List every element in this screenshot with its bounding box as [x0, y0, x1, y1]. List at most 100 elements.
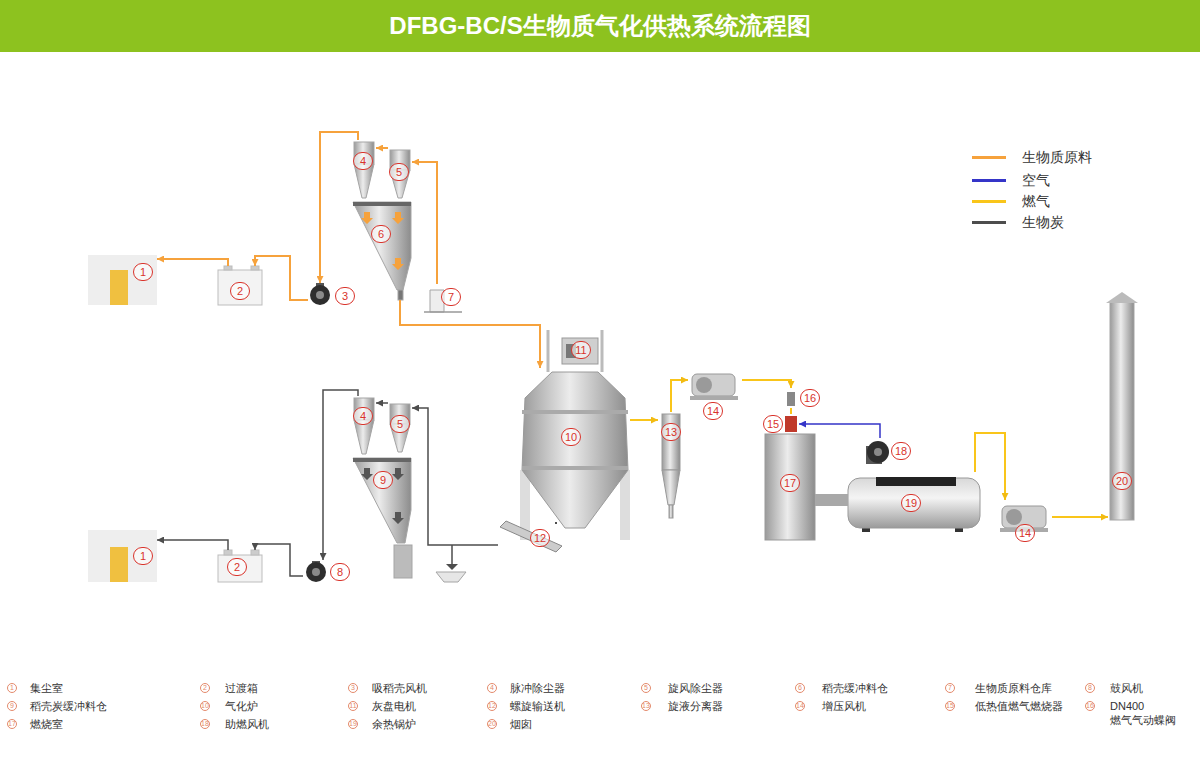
key-label: 螺旋输送机: [510, 699, 565, 713]
pipe-connector: [555, 522, 557, 524]
key-label: 助燃风机: [225, 717, 269, 731]
waste-heat-boiler: [848, 477, 980, 532]
suction-fan: [310, 283, 330, 305]
callout-number: 16: [800, 389, 820, 407]
legend-entry: 燃气: [972, 192, 1054, 210]
legend-line: [972, 200, 1006, 203]
callout-number: 18: [891, 442, 911, 460]
dust-room: 1: [88, 255, 157, 305]
key-label: 脉冲除尘器: [510, 681, 565, 695]
key-label: 稻壳炭缓冲料仓: [30, 699, 107, 713]
husk-buffer-bin: 6: [352, 200, 412, 300]
callout-number: 10: [561, 428, 581, 446]
legend-line: [972, 179, 1006, 182]
callout-number: 6: [371, 225, 391, 243]
gas-burner: [785, 416, 797, 432]
pipe-connector: [742, 380, 791, 388]
key-number: 12: [487, 701, 497, 711]
key-label: 余热锅炉: [372, 717, 416, 731]
callout-number: 14: [703, 402, 723, 420]
key-label: 集尘室: [30, 681, 63, 695]
key-number: 3: [348, 683, 358, 693]
char-buffer-bin: [353, 458, 411, 543]
callout-number: 12: [530, 529, 550, 547]
legend-label: 生物炭: [1022, 214, 1064, 230]
legend-label: 空气: [1022, 172, 1050, 188]
key-number: 15: [945, 701, 955, 711]
screw-conveyor: [500, 521, 562, 552]
combustion-chamber: [765, 434, 815, 540]
combustion-air-fan: 18: [864, 438, 912, 466]
combustion-chamber: [765, 434, 815, 540]
cyclone-separator: [662, 414, 680, 518]
callout-number: 11: [571, 341, 591, 359]
key-number: 1: [7, 683, 17, 693]
suction-fan: [310, 285, 330, 305]
gas-butterfly-valve: 16: [783, 388, 820, 408]
callout-number: 3: [335, 287, 355, 305]
callout-number: 15: [763, 415, 783, 433]
gas-valve: [787, 392, 795, 406]
key-number: 16: [1085, 701, 1095, 711]
gasifier: [522, 372, 628, 528]
flue-duct: [815, 494, 848, 506]
dust-room-upper: [88, 255, 157, 305]
blower-fan-lower: [312, 568, 320, 576]
husk-buffer-bin: [353, 202, 411, 206]
pipe-connector: [376, 147, 388, 149]
char-buffer-bin: [353, 458, 412, 578]
pipe-connector: [400, 300, 540, 368]
suction-fan: [316, 291, 324, 299]
pipe-connector: [157, 540, 228, 550]
key-number: 20: [487, 719, 497, 729]
dust-room: 1: [88, 530, 157, 582]
gasifier: [620, 470, 630, 540]
ash-pan-motor: [562, 338, 598, 364]
callout-number: 19: [901, 494, 921, 512]
gas-burner: 15: [762, 414, 799, 434]
legend-line: [972, 156, 1006, 159]
key-number: 6: [795, 683, 805, 693]
dust-room-lower: [110, 547, 128, 582]
pipe-connector: [790, 408, 792, 414]
cyclone-separator: [669, 505, 673, 518]
pipe-connector: [255, 544, 303, 576]
dust-room-lower: [88, 530, 157, 582]
booster-fan-upper: [692, 374, 735, 396]
key-label: 稻壳缓冲料仓: [822, 681, 888, 695]
transition-box-upper: [218, 266, 262, 305]
key-number: 13: [641, 701, 651, 711]
callout-number: 4: [353, 152, 373, 170]
chimney: [1106, 292, 1138, 303]
husk-buffer-bin: [361, 212, 373, 224]
combustion-air-fan: [866, 441, 889, 464]
callout-number: 20: [1112, 472, 1132, 490]
legend-entry: 生物质原料: [972, 148, 1096, 166]
key-number: 10: [200, 701, 210, 711]
char-buffer-bin: [353, 458, 411, 462]
pipe-connector: [255, 256, 308, 300]
key-number: 9: [7, 701, 17, 711]
key-label: 鼓风机: [1110, 681, 1143, 695]
transition-box: 2: [218, 550, 262, 582]
husk-buffer-bin: [353, 202, 411, 300]
callout-number: 1: [133, 263, 153, 281]
callout-number: 8: [330, 563, 350, 581]
char-buffer-bin: [392, 512, 404, 524]
chimney: [1106, 292, 1138, 520]
waste-heat-boiler: [876, 477, 956, 486]
key-number: 14: [795, 701, 805, 711]
key-label: 燃烧室: [30, 717, 63, 731]
callout-number: 17: [780, 474, 800, 492]
booster-fan: 14: [998, 500, 1052, 545]
pipe-connector: [630, 419, 658, 421]
booster-fan-upper: [690, 396, 738, 400]
callout-number: 7: [441, 288, 461, 306]
dust-room-lower: [88, 530, 157, 582]
transition-box-upper: [218, 270, 262, 305]
husk-buffer-bin: [392, 258, 404, 270]
pulse-dust-collector: 4: [352, 396, 376, 455]
gasifier: [547, 330, 550, 372]
pipe-connector: [975, 433, 1005, 500]
cyclone-separator: [662, 414, 680, 470]
